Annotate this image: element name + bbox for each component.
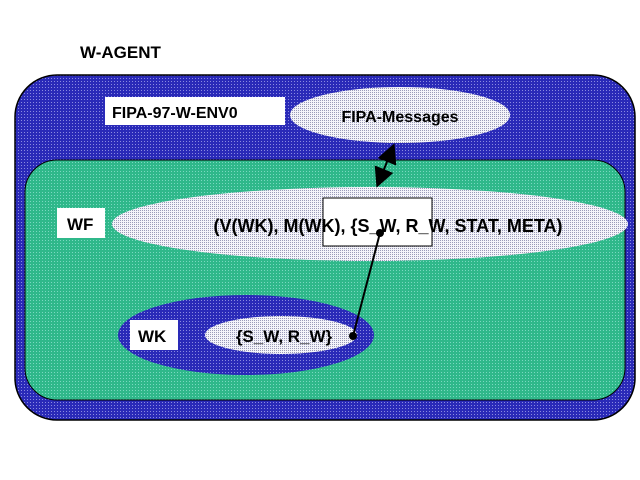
fipa-messages-label: FIPA-Messages	[341, 109, 458, 126]
agent-title: W-AGENT	[80, 43, 161, 62]
wf-label-box	[57, 208, 105, 238]
environment-label-box	[105, 97, 285, 125]
wk-state-text: {S_W, R_W}	[236, 327, 333, 346]
wk-state-ellipse	[205, 316, 357, 354]
message-arrow	[374, 143, 397, 188]
wk-label: WK	[138, 327, 167, 346]
wk-label-box	[130, 320, 178, 350]
state-link-dot-bottom	[349, 332, 357, 340]
wf-label: WF	[67, 215, 93, 234]
fipa-messages-ellipse	[290, 87, 510, 143]
wf-state-text: (V(WK), M(WK), {S_W, R_W, STAT, META)	[214, 216, 563, 236]
state-link-line	[352, 232, 381, 337]
shared-state-box	[322, 197, 433, 247]
state-link-dot-top	[376, 229, 384, 237]
environment-label: FIPA-97-W-ENV0	[112, 105, 238, 122]
